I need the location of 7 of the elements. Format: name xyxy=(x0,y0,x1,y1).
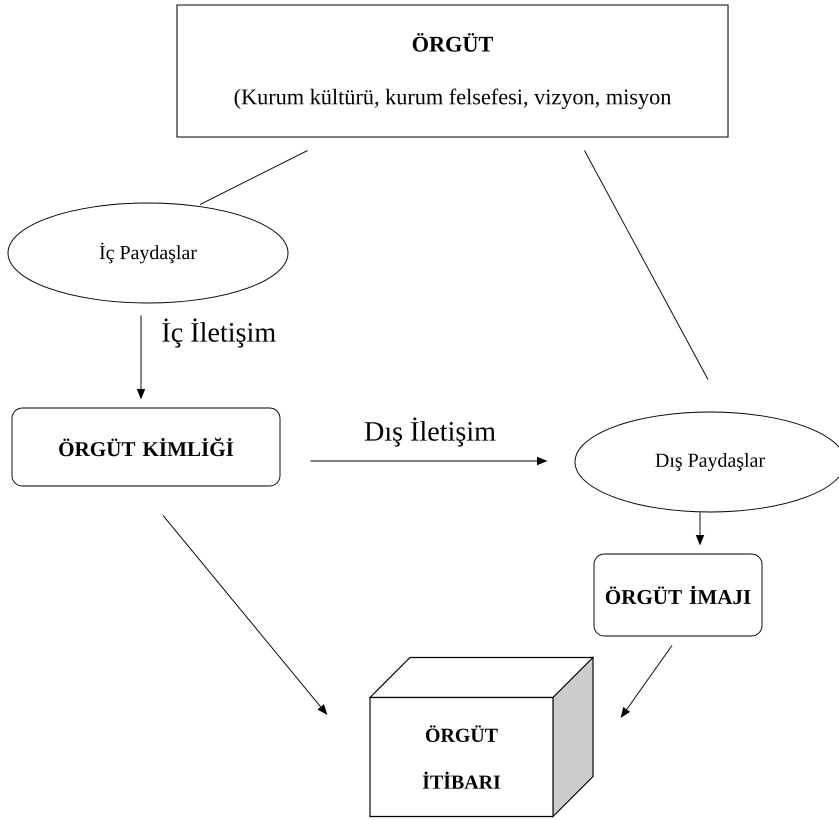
connector-line xyxy=(584,150,708,380)
edge-label: İç İletişim xyxy=(162,318,276,348)
rounded-box: ÖRGÜT İMAJI xyxy=(594,554,762,636)
connector-line xyxy=(200,150,308,205)
edge-label: Dış İletişim xyxy=(364,417,496,447)
rounded-box: ÖRGÜT KİMLİĞİ xyxy=(12,408,280,486)
organization-box: ÖRGÜT (Kurum kültürü, kurum felsefesi, vizyon, misyon xyxy=(176,4,729,138)
